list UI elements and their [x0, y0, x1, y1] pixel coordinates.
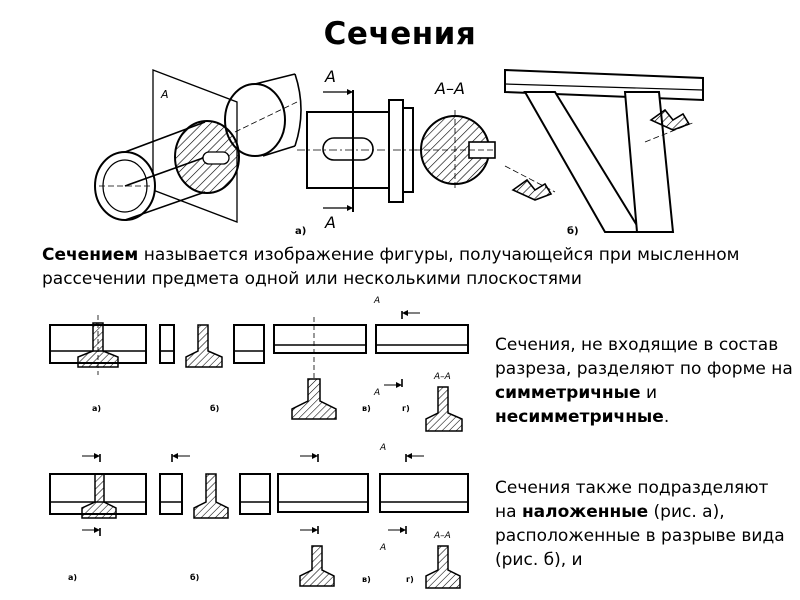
row1-cut-letter-bottom: А: [373, 388, 380, 398]
label-a: а): [295, 226, 306, 237]
side-text-1: Сечения, не входящие в состав разреза, р…: [495, 333, 795, 429]
section-label-top: А–А: [434, 79, 465, 98]
row2-section-label: А–А: [433, 531, 451, 541]
cut-letter-top: А: [324, 67, 336, 86]
side-text-2-part1: Сечения также подразделяют на: [495, 478, 769, 522]
side-text-1-bold1: симметричные: [495, 383, 641, 403]
row2-cut-letter-top: А: [379, 443, 386, 453]
row2-label-a: а): [68, 573, 77, 582]
cut-letter-bottom: А: [324, 213, 336, 232]
side-text-1-part2: и: [640, 383, 658, 403]
row1-label-v: в): [362, 404, 371, 413]
side-text-2-part2: (рис. а), расположенные в разрыве вида (…: [495, 502, 785, 570]
row1-section-label: А–А: [433, 372, 451, 382]
row2-label-g: г): [406, 575, 414, 584]
row1-label-a: а): [92, 404, 101, 413]
row1-cut-letter-top: А: [373, 296, 380, 306]
row1-label-b: б): [210, 403, 219, 413]
side-text-1-bold2: несимметричные: [495, 407, 664, 427]
side-text-2-bold1: наложенные: [521, 502, 649, 522]
row2-label-b: б): [190, 572, 199, 582]
label-b: б): [567, 225, 579, 237]
plane-letter: А: [160, 88, 169, 101]
row1-label-g: г): [402, 404, 410, 413]
page-title: Сечения: [323, 16, 477, 52]
row1-figure: а) б) в) А А А–А г): [49, 296, 469, 432]
definition-term: Сечением: [42, 245, 139, 265]
definition: Сечением называется изображение фигуры, …: [42, 243, 782, 291]
side-text-2: Сечения также подразделяют на наложенные…: [495, 476, 795, 572]
top-figure: А а) А А А–А б): [94, 67, 704, 237]
row2-figure: а) б) в) А А А–А г): [49, 443, 469, 589]
row2-label-v: в): [362, 575, 371, 584]
side-text-1-part1: Сечения, не входящие в состав разреза, р…: [495, 335, 793, 379]
side-text-1-part3: .: [663, 407, 670, 427]
definition-text: называется изображение фигуры, получающе…: [42, 245, 740, 289]
row2-cut-letter-bottom: А: [379, 543, 386, 553]
